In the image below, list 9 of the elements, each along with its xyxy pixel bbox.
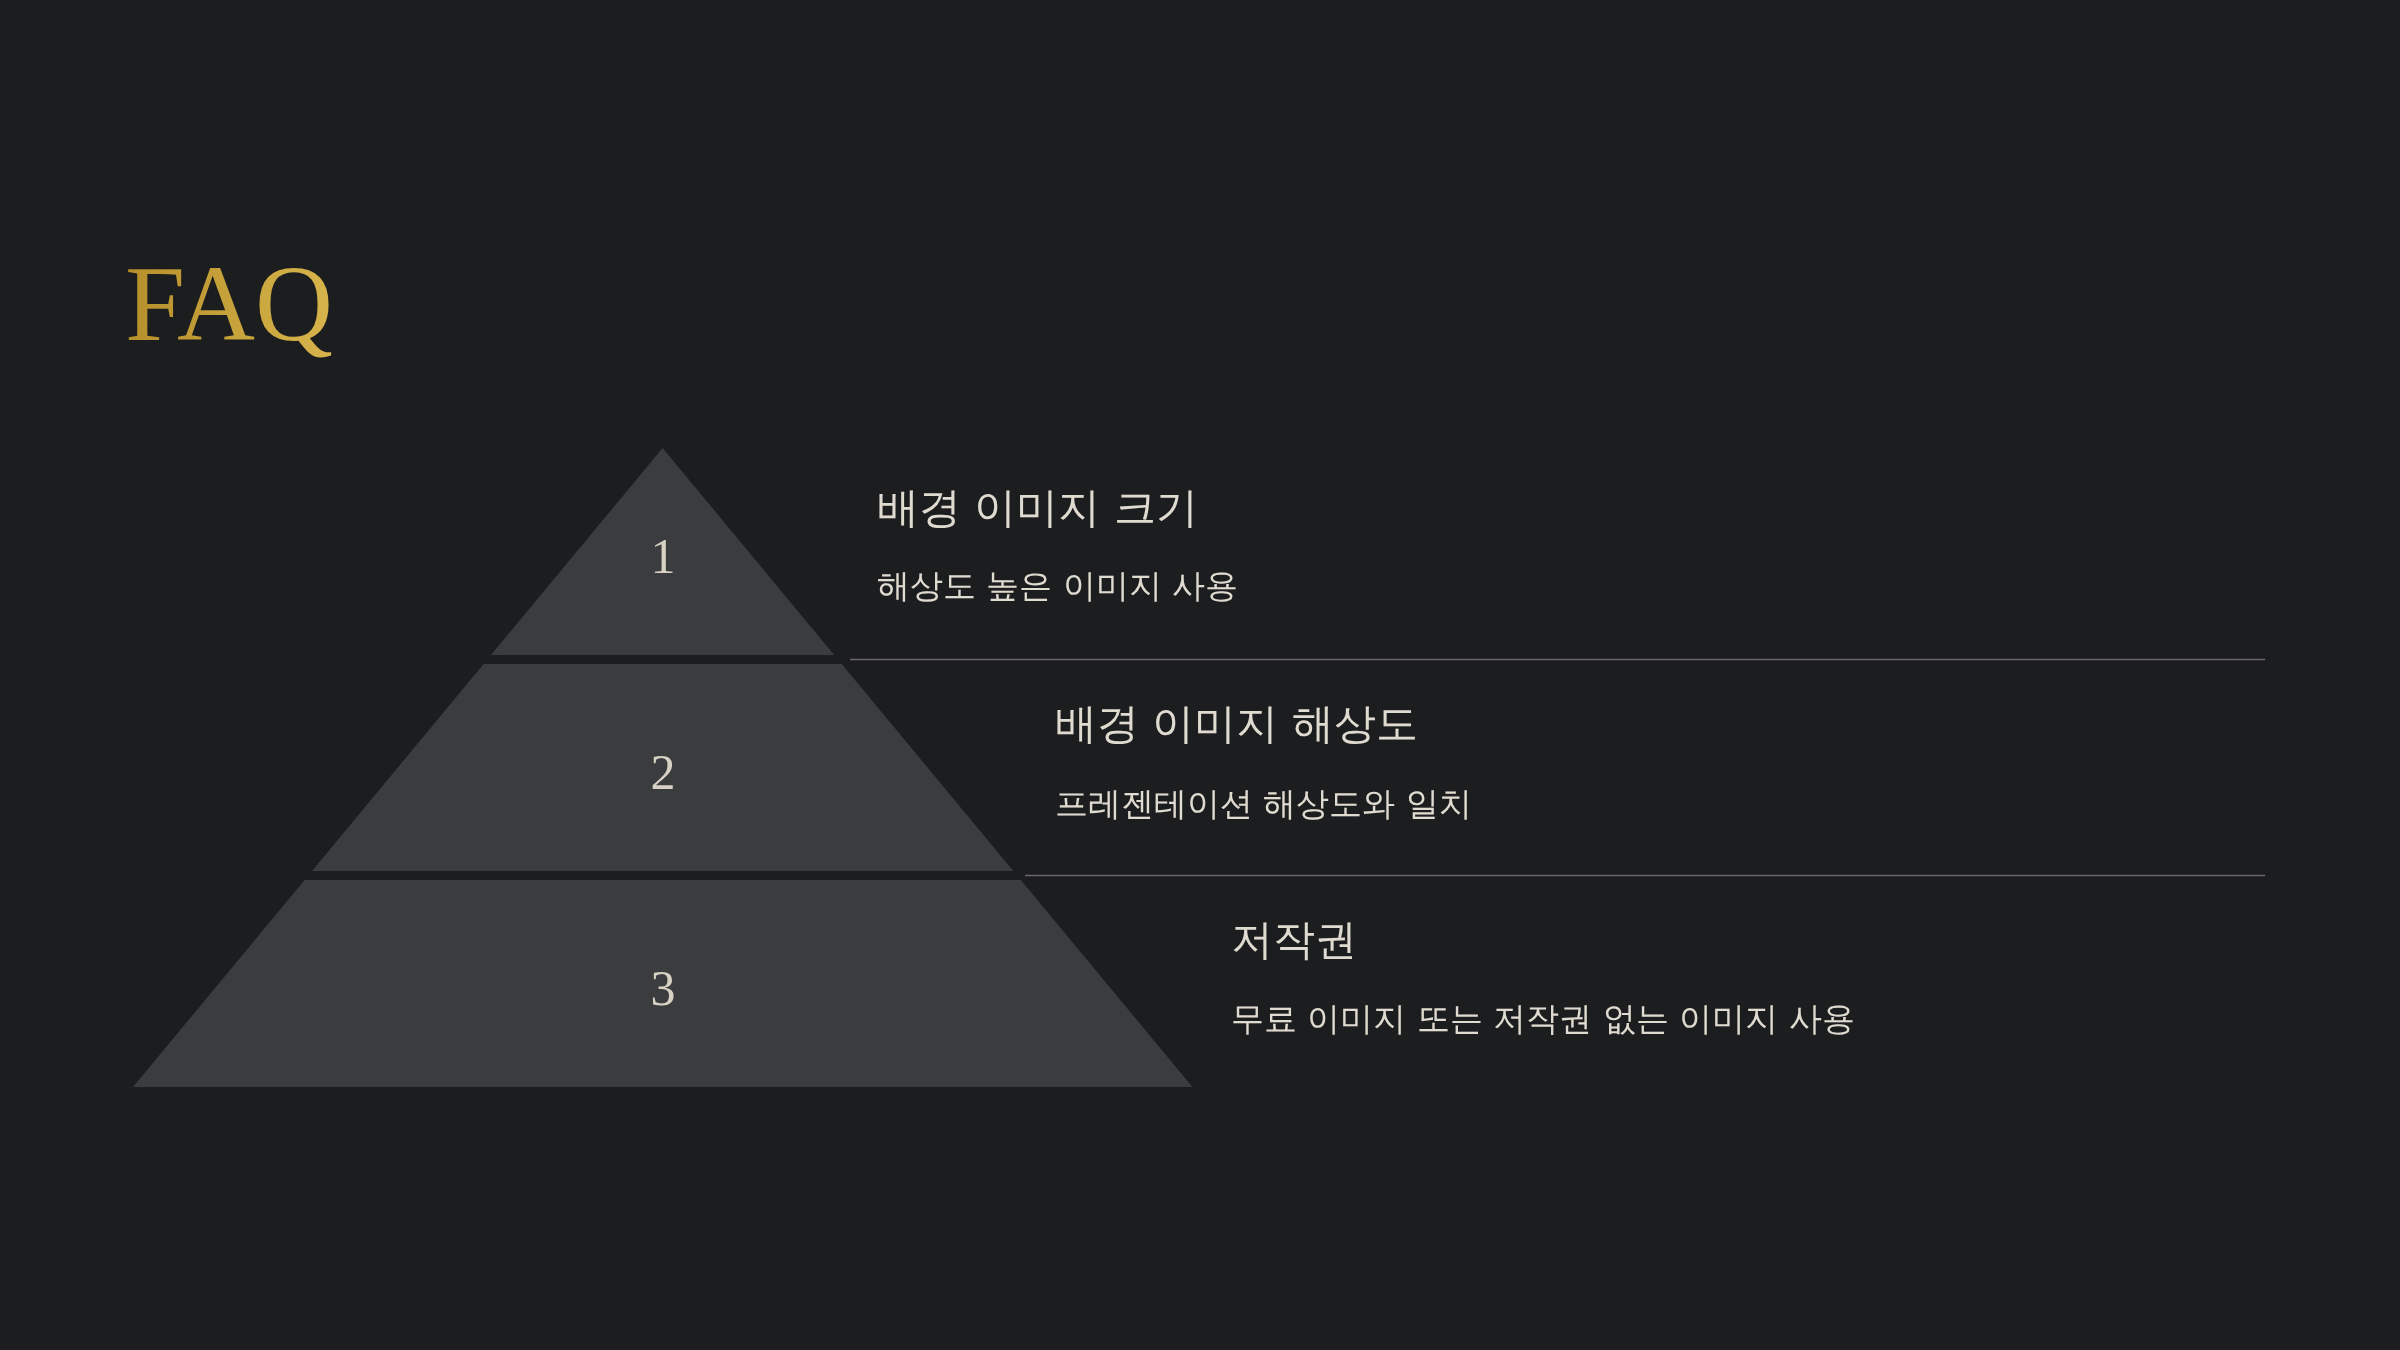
faq-answer: 프레젠테이션 해상도와 일치 bbox=[1055, 784, 1472, 824]
tier-number: 2 bbox=[650, 746, 676, 797]
tier-number: 1 bbox=[650, 530, 676, 581]
tier-number: 3 bbox=[650, 962, 676, 1013]
faq-heading: 저작권 bbox=[1231, 914, 1357, 966]
faq-heading: 배경 이미지 크기 bbox=[877, 482, 1198, 534]
faq-answer: 해상도 높은 이미지 사용 bbox=[877, 566, 1239, 606]
faq-heading: 배경 이미지 해상도 bbox=[1055, 698, 1418, 750]
faq-answer: 무료 이미지 또는 저작권 없는 이미지 사용 bbox=[1231, 999, 1855, 1039]
